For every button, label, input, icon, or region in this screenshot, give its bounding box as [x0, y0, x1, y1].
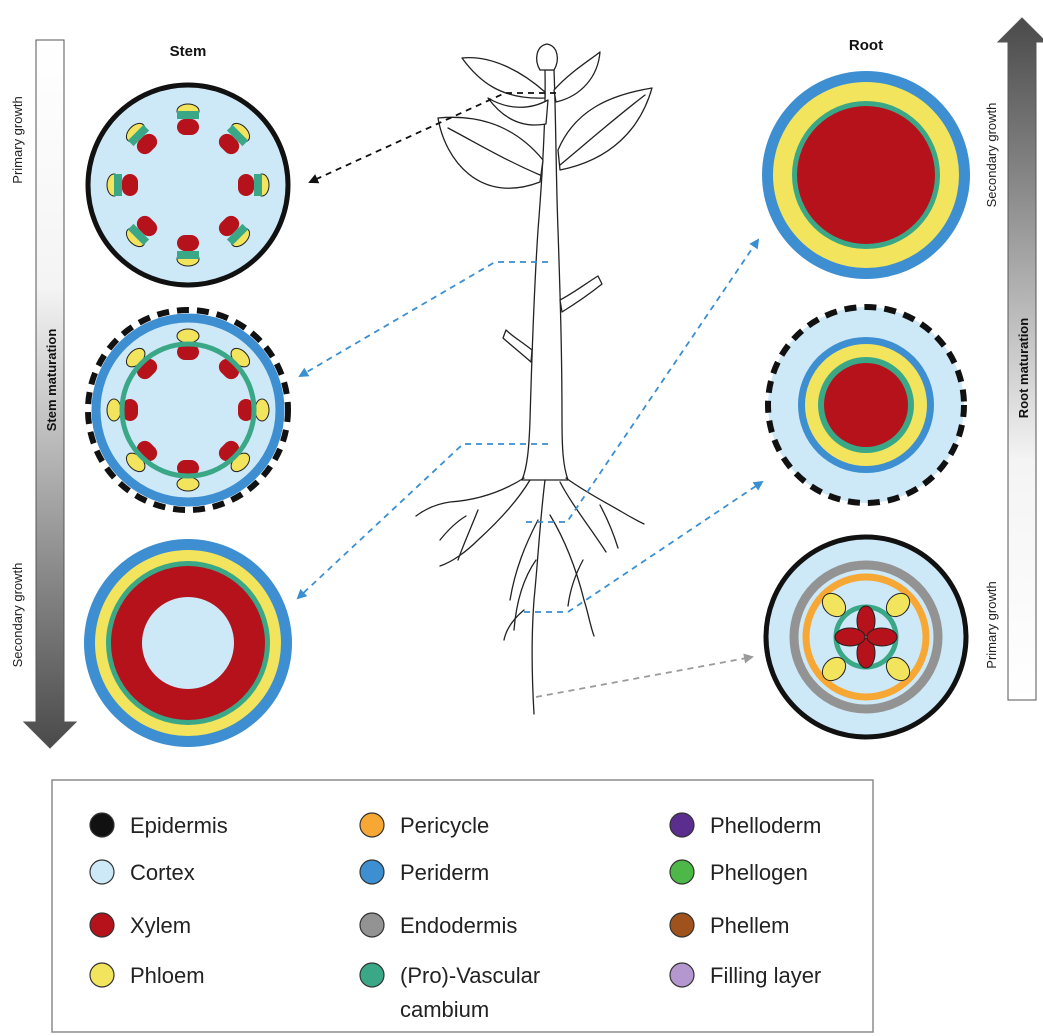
root-connector-primary [536, 657, 752, 697]
stem-connector-transition [300, 262, 548, 376]
plant-illustration [416, 44, 652, 714]
legend-swatch-cortex [90, 860, 114, 884]
legend-swatch-periderm [360, 860, 384, 884]
legend-swatch-phelloderm [670, 813, 694, 837]
legend-swatch-epidermis [90, 813, 114, 837]
legend-swatch-pro-vascular [360, 963, 384, 987]
root-connector-transition [524, 482, 762, 612]
root-section-secondary [762, 71, 970, 279]
legend-swatch-phellem [670, 913, 694, 937]
root-secondary-growth-label: Secondary growth [984, 103, 999, 208]
legend-label-phloem: Phloem [130, 963, 205, 988]
stem-section-secondary [84, 539, 292, 747]
legend-label-endodermis: Endodermis [400, 913, 517, 938]
stem-maturation-axis: Primary growth Stem maturation Secondary… [10, 40, 76, 748]
leaf-small-left [488, 98, 548, 125]
legend-swatch-phloem [90, 963, 114, 987]
stem-section-transition [88, 310, 288, 510]
legend-label-phellem: Phellem [710, 913, 789, 938]
root-section-transition [768, 307, 964, 503]
legend-label-filling-layer: Filling layer [710, 963, 821, 988]
leaf-upper-right [554, 52, 600, 102]
leaf-large-left [438, 117, 543, 188]
legend-label-pericycle: Pericycle [400, 813, 489, 838]
legend-label-phelloderm: Phelloderm [710, 813, 821, 838]
legend-swatch-filling-layer [670, 963, 694, 987]
stem-primary-growth-label: Primary growth [10, 96, 25, 183]
root-section-primary [766, 537, 966, 737]
root-maturation-label: Root maturation [1016, 318, 1031, 418]
legend-swatch-phellogen [670, 860, 694, 884]
legend-label-phellogen: Phellogen [710, 860, 808, 885]
root-primary-growth-label: Primary growth [984, 581, 999, 668]
stem-section-primary [88, 85, 288, 285]
legend-label-epidermis: Epidermis [130, 813, 228, 838]
legend-label-cortex: Cortex [130, 860, 195, 885]
legend-label-pro-vascular: (Pro)-Vascular [400, 963, 540, 988]
leaf-upper-left [462, 58, 545, 99]
stem-title: Stem [170, 43, 207, 60]
legend-swatch-pericycle [360, 813, 384, 837]
legend-label-pro-vascular-line2: cambium [400, 997, 489, 1022]
stem-secondary-growth-label: Secondary growth [10, 563, 25, 668]
legend-label-periderm: Periderm [400, 860, 489, 885]
legend-label-xylem: Xylem [130, 913, 191, 938]
legend-swatch-endodermis [360, 913, 384, 937]
root-maturation-axis: Secondary growth Root maturation Primary… [984, 18, 1043, 700]
root-title: Root [849, 37, 883, 54]
stem-connector-secondary [298, 444, 548, 598]
stem-maturation-label: Stem maturation [44, 329, 59, 432]
legend-swatch-xylem [90, 913, 114, 937]
